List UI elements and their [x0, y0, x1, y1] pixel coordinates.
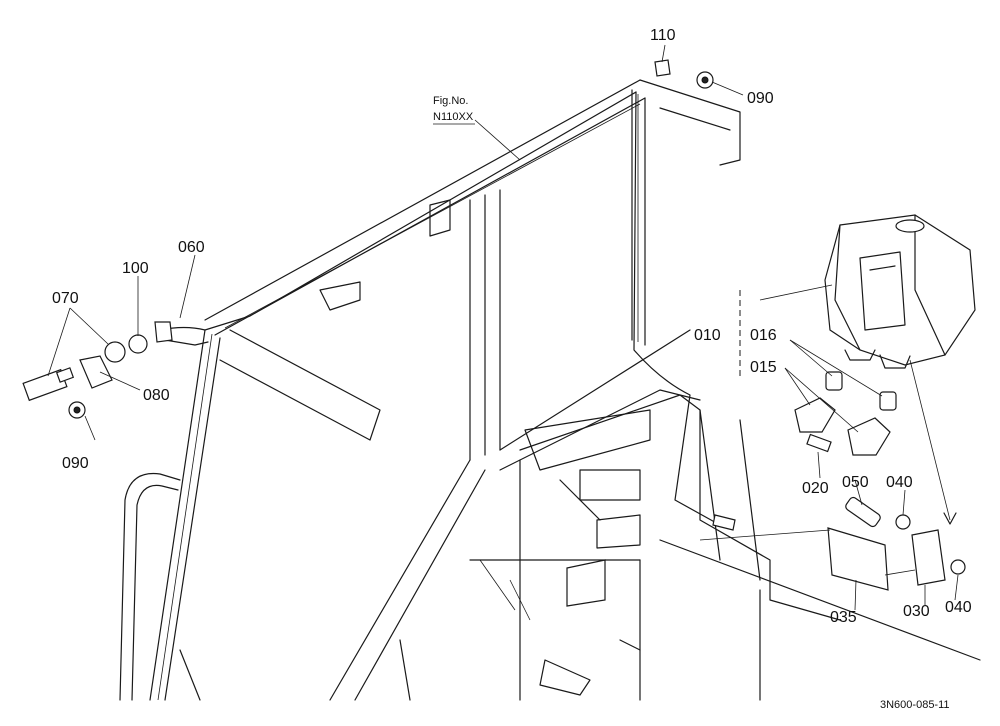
part-label-060: 060 — [178, 239, 205, 256]
part-label-040-lower: 040 — [945, 599, 972, 616]
part-label-030: 030 — [903, 603, 930, 620]
part-label-020: 020 — [802, 480, 829, 497]
part-label-090-left: 090 — [62, 455, 89, 472]
part-label-016: 016 — [750, 327, 777, 344]
fittings — [22, 59, 966, 591]
drawing-code: 3N600-085-11 — [880, 699, 950, 711]
part-label-090-top: 090 — [747, 90, 774, 107]
cab-frame — [119, 79, 981, 701]
part-label-100: 100 — [122, 260, 149, 277]
part-label-070: 070 — [52, 290, 79, 307]
leader-lines — [47, 44, 959, 611]
washer-tank — [824, 214, 976, 369]
part-labels: 110 090 060 100 070 080 090 010 016 015 … — [52, 27, 972, 626]
figure-ref-line1: Fig.No. — [433, 95, 468, 107]
part-label-010: 010 — [694, 327, 721, 344]
figure-ref-line2: N110XX — [433, 111, 474, 123]
figure-reference: Fig.No. N110XX — [433, 95, 475, 125]
washer-hose — [154, 91, 736, 531]
part-label-035: 035 — [830, 609, 857, 626]
part-label-040-upper: 040 — [886, 474, 913, 491]
part-label-110: 110 — [650, 27, 676, 44]
part-label-050: 050 — [842, 474, 869, 491]
part-label-080: 080 — [143, 387, 170, 404]
part-label-015: 015 — [750, 359, 777, 376]
